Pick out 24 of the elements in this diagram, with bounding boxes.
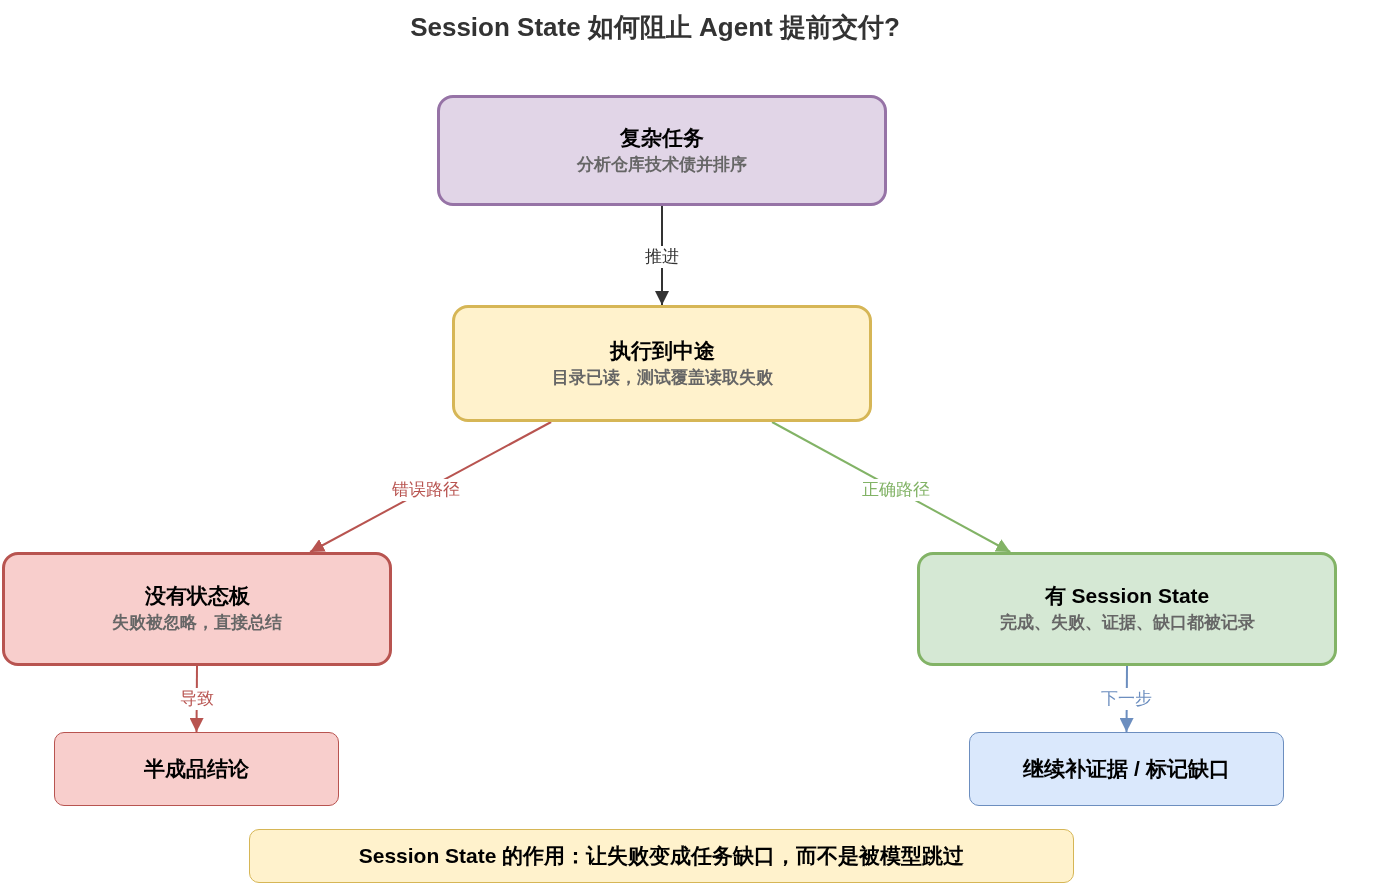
box-heading: 复杂任务: [620, 124, 704, 151]
box-subtitle: 完成、失败、证据、缺口都被记录: [999, 612, 1255, 634]
edge-label: 导致: [177, 688, 216, 710]
rounded-box: [917, 552, 1337, 666]
title: Session State 如何阻止 Agent 提前交付?: [410, 11, 900, 44]
edge-label: 下一步: [1099, 688, 1155, 710]
edge-label: 正确路径: [859, 478, 932, 501]
box-heading: Session State 的作用：让失败变成任务缺口，而不是被模型跳过: [358, 843, 965, 869]
box-subtitle: 目录已读，测试覆盖读取失败: [551, 366, 773, 389]
box-heading: 有 Session State: [1044, 583, 1210, 609]
rounded-box: [2, 552, 392, 666]
edge-label: 错误路径: [389, 478, 462, 501]
box-heading: 执行到中途: [609, 337, 715, 364]
box-subtitle: 失败被忽略，直接总结: [112, 612, 282, 634]
rounded-box: [54, 732, 339, 806]
box-subtitle: 分析仓库技术债并排序: [577, 153, 747, 176]
edge-label: 推进: [643, 246, 681, 269]
rounded-box: [969, 732, 1284, 806]
box-heading: 半成品结论: [144, 756, 249, 782]
box-heading: 继续补证据 / 标记缺口: [1023, 756, 1230, 782]
rounded-box: [452, 305, 872, 422]
rounded-box: [437, 95, 887, 206]
summary-banner: [249, 829, 1074, 883]
box-heading: 没有状态板: [144, 583, 250, 609]
